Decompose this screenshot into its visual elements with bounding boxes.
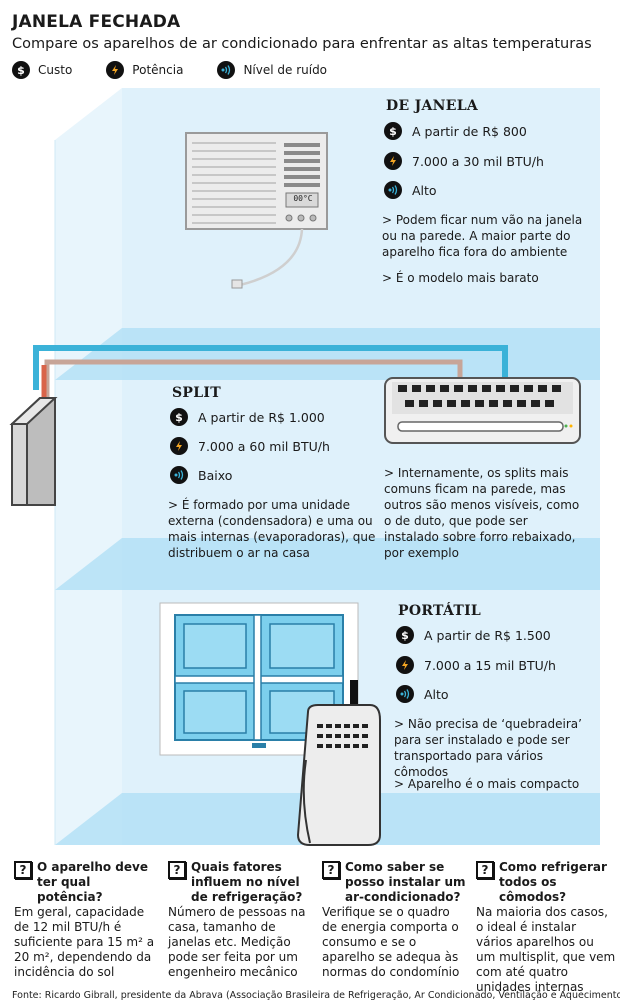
legend-noise: Nível de ruído [217, 61, 327, 79]
faq-answer: Verifique se o quadro de energia comport… [322, 905, 460, 979]
window-ac-cost: $ A partir de R$ 800 [384, 122, 527, 140]
faq-answer: Em geral, capacidade de 12 mil BTU/h é s… [14, 905, 155, 979]
portable-ac-illustration [296, 680, 381, 846]
page-title: JANELA FECHADA [12, 12, 181, 32]
question-icon: ? [476, 861, 494, 879]
question-icon: ? [14, 861, 32, 879]
split-ac-illustration [384, 377, 581, 444]
portable-ac-noise: Alto [396, 685, 449, 703]
house-illustration [9, 88, 600, 846]
portable-ac-note-2: > Aparelho é o mais compacto [394, 777, 580, 791]
floor-plane-2 [55, 538, 600, 590]
faq-item-install: ? Como saber se posso instalar um ar-cond… [322, 860, 468, 980]
portable-ac-noise-value: Alto [424, 686, 449, 702]
svg-text:$: $ [175, 411, 183, 423]
portable-ac-power-value: 7.000 a 15 mil BTU/h [424, 657, 556, 673]
svg-text:$: $ [389, 125, 397, 137]
split-ac-noise: Baixo [170, 466, 232, 484]
faq-item-factors: ? Quais fatores influem no nível de refri… [168, 860, 310, 980]
legend-power: Potência [106, 61, 183, 79]
dollar-icon: $ [384, 122, 402, 140]
source-note: Fonte: Ricardo Gibrall, presidente da Ab… [12, 990, 620, 1001]
faq-question: Como refrigerar todos os cômodos? [499, 860, 607, 904]
sound-icon [384, 181, 402, 199]
question-icon: ? [322, 861, 340, 879]
lightning-icon [396, 656, 414, 674]
lightning-icon [384, 152, 402, 170]
portable-ac-power: 7.000 a 15 mil BTU/h [396, 656, 556, 674]
window-ac-power: 7.000 a 30 mil BTU/h [384, 152, 544, 170]
split-ac-power: 7.000 a 60 mil BTU/h [170, 437, 330, 455]
sound-icon [396, 685, 414, 703]
split-ac-power-value: 7.000 a 60 mil BTU/h [198, 438, 330, 454]
sound-icon [217, 61, 236, 79]
dollar-icon: $ [396, 626, 414, 644]
window-ac-power-value: 7.000 a 30 mil BTU/h [412, 153, 544, 169]
portable-ac-cost-value: A partir de R$ 1.500 [424, 627, 551, 643]
portable-ac-title: PORTÁTIL [398, 603, 482, 619]
split-ac-note-1: > É formado por uma unidade externa (con… [168, 498, 376, 560]
split-pipes [33, 345, 508, 400]
floor-plane-1 [55, 328, 600, 380]
svg-text:$: $ [17, 64, 25, 76]
lightning-icon [170, 437, 188, 455]
dollar-icon: $ [12, 61, 30, 79]
faq-question: O aparelho deve ter qual potência? [37, 860, 148, 904]
window-ac-noise: Alto [384, 181, 437, 199]
faq-answer: Número de pessoas na casa, tamanho de ja… [168, 905, 306, 979]
split-ac-title: SPLIT [172, 385, 221, 401]
window-ac-title: DE JANELA [386, 98, 479, 114]
svg-text:$: $ [401, 629, 409, 641]
legend-cost-label: Custo [38, 63, 73, 77]
faq-answer: Na maioria dos casos, o ideal é instalar… [476, 905, 616, 994]
window-ac-display: 00°C [293, 194, 313, 203]
faq-item-power: ? O aparelho deve ter qual potência? Em g… [14, 860, 159, 980]
split-ac-cost-value: A partir de R$ 1.000 [198, 409, 325, 425]
window-ac-cost-value: A partir de R$ 800 [412, 123, 527, 139]
portable-ac-cost: $ A partir de R$ 1.500 [396, 626, 551, 644]
portable-ac-note-1: > Não precisa de ‘quebradeira’ para ser … [394, 717, 582, 779]
split-ac-cost: $ A partir de R$ 1.000 [170, 408, 325, 426]
page-subtitle: Compare os aparelhos de ar condicionado … [12, 36, 592, 52]
window-ac-noise-value: Alto [412, 182, 437, 198]
legend-power-label: Potência [132, 63, 184, 77]
left-wall [55, 88, 122, 845]
lightning-icon [106, 61, 125, 79]
window-ac-note-2: > É o modelo mais barato [382, 271, 539, 285]
faq-item-rooms: ? Como refrigerar todos os cômodos? Na ma… [476, 860, 616, 995]
legend: $ Custo Potência Nível de ruído [12, 60, 361, 80]
dollar-icon: $ [170, 408, 188, 426]
condenser-illustration [9, 397, 58, 506]
legend-noise-label: Nível de ruído [243, 63, 328, 77]
faq-question: Quais fatores influem no nível de refrig… [191, 860, 303, 904]
sound-icon [170, 466, 188, 484]
split-ac-noise-value: Baixo [198, 467, 233, 483]
split-ac-note-2: > Internamente, os splits mais comuns fi… [384, 466, 580, 560]
question-icon: ? [168, 861, 186, 879]
window-ac-illustration [185, 132, 328, 289]
legend-cost: $ Custo [12, 61, 72, 79]
window-ac-note-1: > Podem ficar num vão na janela ou na pa… [382, 213, 583, 259]
faq-question: Como saber se posso instalar um ar-condi… [345, 860, 466, 904]
